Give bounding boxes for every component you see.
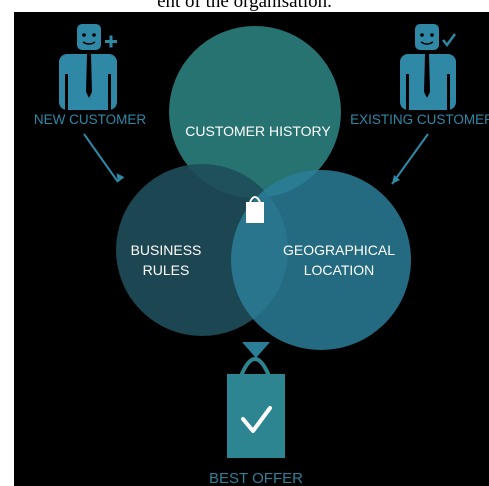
circle-right-label-line1: GEOGRAPHICAL: [283, 242, 395, 258]
circle-right-label-line2: LOCATION: [304, 262, 375, 278]
circle-geographical-location: [231, 170, 411, 350]
shopping-bag-check-icon: [227, 357, 285, 458]
pointer-triangle: [242, 342, 270, 358]
page-caption: ent of the organisation.: [157, 0, 332, 11]
person-plus-icon: [59, 24, 117, 110]
best-offer-label: BEST OFFER: [209, 470, 303, 486]
person-check-icon: [400, 24, 457, 110]
circle-top-label: CUSTOMER HISTORY: [185, 123, 331, 139]
new-customer-label: NEW CUSTOMER: [34, 112, 147, 127]
arrow-existing-customer: [391, 133, 429, 185]
shopping-bag-icon: [246, 196, 264, 223]
circle-left-label-line2: RULES: [143, 262, 190, 278]
arrow-new-customer: [83, 133, 125, 183]
circle-customer-history: [169, 26, 341, 198]
existing-customer-label: EXISTING CUSTOMER: [350, 112, 489, 127]
circle-left-label-line1: BUSINESS: [131, 242, 202, 258]
venn-diagram: CUSTOMER HISTORY BUSINESS RULES GEOGRAPH…: [14, 12, 489, 486]
